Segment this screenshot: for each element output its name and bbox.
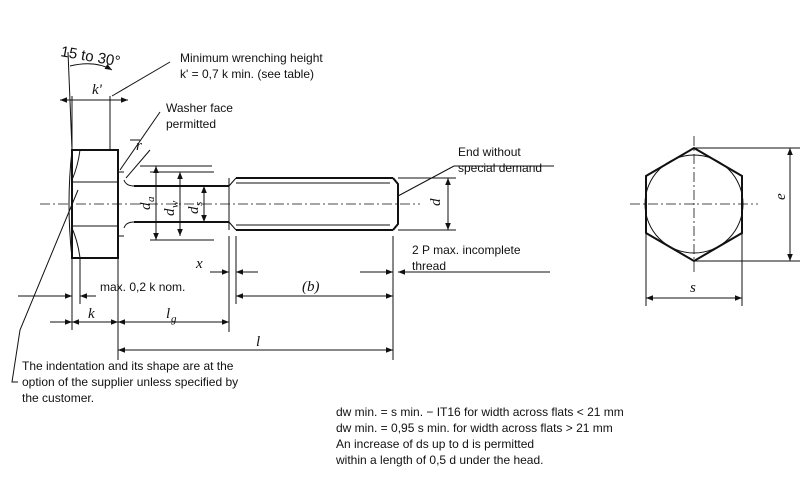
s-label: s: [690, 280, 696, 296]
bolt-side-view: [40, 149, 420, 259]
indentation-label-2: option of the supplier unless specified …: [22, 375, 238, 389]
note-line-1: dw min. = s min. − IT16 for width across…: [336, 405, 624, 419]
dw-sub-label: w: [169, 200, 181, 208]
dw-label: d: [162, 208, 178, 216]
lg-label: l: [166, 306, 170, 322]
e-label: e: [773, 193, 789, 200]
dimensions: [11, 51, 554, 383]
da-label: d: [138, 202, 154, 210]
notes-block: dw min. = s min. − IT16 for width across…: [336, 404, 624, 468]
washer-label-2: permitted: [166, 117, 216, 131]
bolt-end-view: [630, 136, 800, 306]
r-label: r: [136, 138, 142, 154]
note-line-3: An increase of ds up to d is permitted: [336, 437, 535, 451]
l-label: l: [256, 334, 260, 350]
da-sub-label: a: [145, 196, 157, 202]
lg-sub-label: g: [171, 313, 177, 325]
thread-label-1: 2 P max. incomplete: [412, 243, 521, 257]
wrench-height-label-2: k' = 0,7 k min. (see table): [180, 67, 314, 81]
ds-label: d: [186, 206, 202, 214]
k-label: k: [88, 306, 95, 322]
end-label-2: special demand: [458, 161, 542, 175]
ds-sub-label: s: [193, 202, 205, 206]
note-line-4: within a length of 0,5 d under the head.: [336, 453, 544, 467]
indentation-label-1: The indentation and its shape are at the: [22, 359, 234, 373]
x-label: x: [195, 256, 203, 272]
washer-label-1: Washer face: [166, 101, 233, 115]
b-label: (b): [302, 279, 320, 295]
indentation-label-3: the customer.: [22, 391, 94, 405]
end-label-1: End without: [458, 145, 521, 159]
max-k-label: max. 0,2 k nom.: [100, 280, 185, 294]
d-label: d: [428, 198, 444, 206]
k-prime-label: k': [92, 82, 103, 98]
wrench-height-label-1: Minimum wrenching height: [180, 51, 323, 65]
thread-label-2: thread: [412, 259, 446, 273]
drawing-labels: 15 to 30° Minimum wrenching height k' = …: [22, 43, 789, 405]
note-line-2: dw min. = 0,95 s min. for width across f…: [336, 421, 613, 435]
